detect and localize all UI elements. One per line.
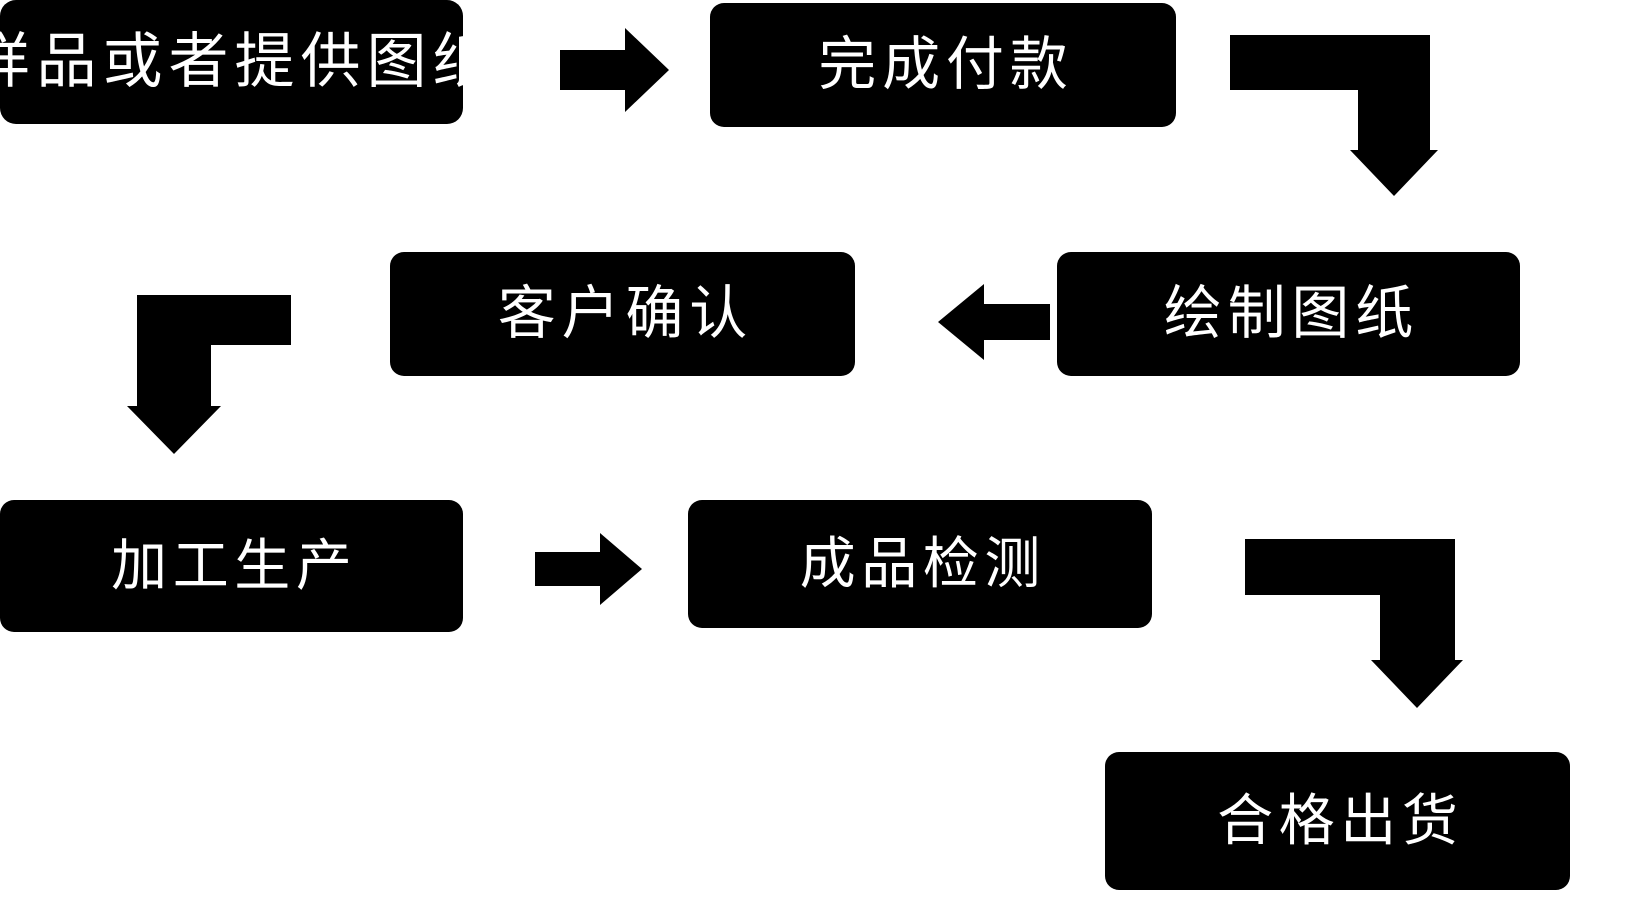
flow-node-drawing[interactable]: 绘制图纸 <box>1057 252 1520 376</box>
connector-drawing-to-confirm <box>932 282 1058 362</box>
flow-node-payment[interactable]: 完成付款 <box>710 3 1176 127</box>
flow-node-shipping[interactable]: 合格出货 <box>1105 752 1570 890</box>
flow-node-shipping-label: 合格出货 <box>1217 789 1464 852</box>
connector-payment-to-drawing <box>1222 28 1438 204</box>
flow-node-production[interactable]: 加工生产 <box>0 500 463 632</box>
arrow-right-icon <box>560 28 669 112</box>
flow-node-confirm[interactable]: 客户确认 <box>390 252 855 376</box>
arrow-right-icon <box>535 533 642 605</box>
arrow-left-icon <box>938 284 1050 360</box>
connector-confirm-to-production <box>127 288 299 458</box>
flow-node-production-label: 加工生产 <box>111 534 358 597</box>
flow-node-confirm-label: 客户确认 <box>497 281 753 346</box>
flow-node-drawing-label: 绘制图纸 <box>1163 281 1419 346</box>
flow-node-inspection-label: 成品检测 <box>799 532 1046 595</box>
flow-node-inspection[interactable]: 成品检测 <box>688 500 1152 628</box>
connector-production-to-inspection <box>528 530 648 608</box>
flow-node-sample[interactable]: 样品或者提供图纸 <box>0 0 493 124</box>
flow-node-payment-label: 完成付款 <box>818 32 1074 97</box>
connector-inspection-to-shipping <box>1237 532 1463 714</box>
elbow-arrow-right-down-icon <box>1245 539 1463 708</box>
flow-node-sample-label: 样品或者提供图纸 <box>0 28 499 95</box>
elbow-arrow-right-down-icon <box>1230 35 1438 196</box>
elbow-arrow-left-down-icon <box>127 295 291 454</box>
connector-sample-to-payment <box>553 22 673 118</box>
